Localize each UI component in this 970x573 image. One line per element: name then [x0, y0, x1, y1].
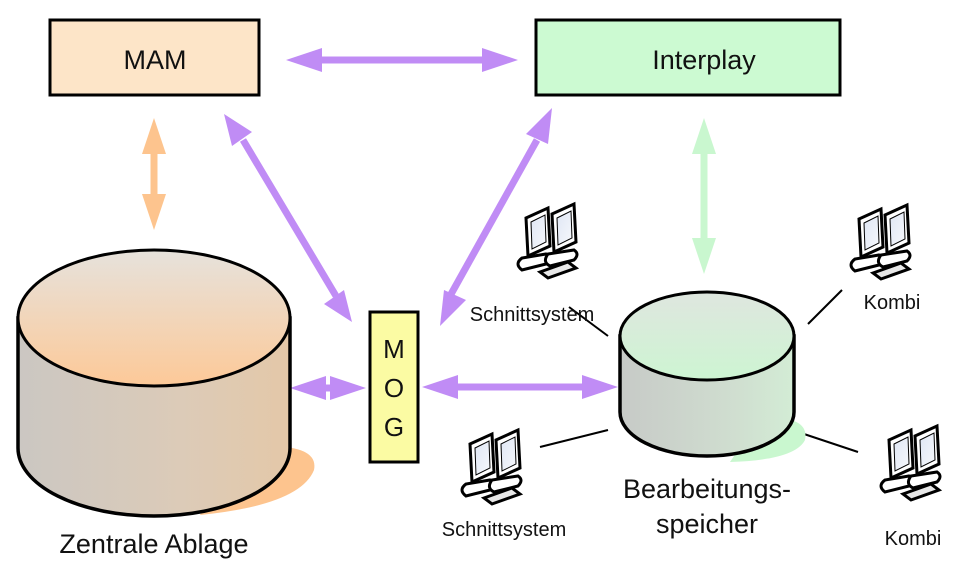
arrow-mam-central-storage — [142, 118, 166, 230]
central-storage-top — [16, 248, 292, 388]
workstation-schnitt-bottom[interactable]: Schnittsystem — [442, 428, 566, 541]
edit-storage-label-line2: speicher — [656, 509, 758, 539]
link-kombi-bottom — [797, 431, 859, 453]
arrow-interplay-edit-storage — [692, 118, 716, 274]
workstation-links — [539, 289, 859, 453]
mam-label: MAM — [124, 45, 187, 75]
arrow-mog-edit-storage — [422, 375, 618, 399]
workstation-kombi-bottom[interactable]: Kombi — [879, 424, 942, 550]
workstation-label: Schnittsystem — [470, 304, 594, 326]
arrow-interplay-mog — [440, 108, 552, 326]
mog-box-rect — [368, 310, 420, 464]
workstation-schnitt-top[interactable]: Schnittsystem — [470, 202, 594, 326]
mam-box[interactable]: MAM — [48, 18, 261, 97]
edit-storage-label-line1: Bearbeitungs- — [623, 474, 791, 504]
central-storage-cylinder[interactable]: Zentrale Ablage — [16, 248, 315, 559]
workstation-icon — [879, 424, 942, 502]
link-schnitt-top — [568, 306, 609, 337]
link-schnitt-bottom — [539, 429, 609, 448]
arrow-mam-interplay — [286, 48, 518, 72]
edit-storage-top — [618, 290, 796, 382]
workstation-icon — [516, 202, 579, 280]
central-storage-label: Zentrale Ablage — [59, 529, 248, 559]
workstation-icon — [460, 428, 523, 506]
workstation-icon — [849, 203, 912, 281]
workstation-label: Kombi — [864, 292, 921, 314]
mog-letter-g: G — [384, 412, 404, 442]
mog-letter-m: M — [383, 334, 405, 364]
mog-box[interactable]: M O G — [368, 310, 420, 464]
workstation-kombi-top[interactable]: Kombi — [849, 203, 921, 314]
link-kombi-top — [807, 289, 843, 325]
workstation-label: Kombi — [885, 528, 942, 550]
interplay-box[interactable]: Interplay — [534, 18, 842, 97]
workstation-label: Schnittsystem — [442, 519, 566, 541]
interplay-label: Interplay — [652, 45, 756, 75]
arrow-mam-mog — [224, 114, 352, 322]
mog-letter-o: O — [384, 373, 404, 403]
arrow-central-storage-mog — [290, 376, 366, 400]
edit-storage-cylinder[interactable]: Bearbeitungs- speicher — [618, 290, 806, 539]
interplay-box-rect — [534, 18, 842, 97]
mam-box-rect — [48, 18, 261, 97]
